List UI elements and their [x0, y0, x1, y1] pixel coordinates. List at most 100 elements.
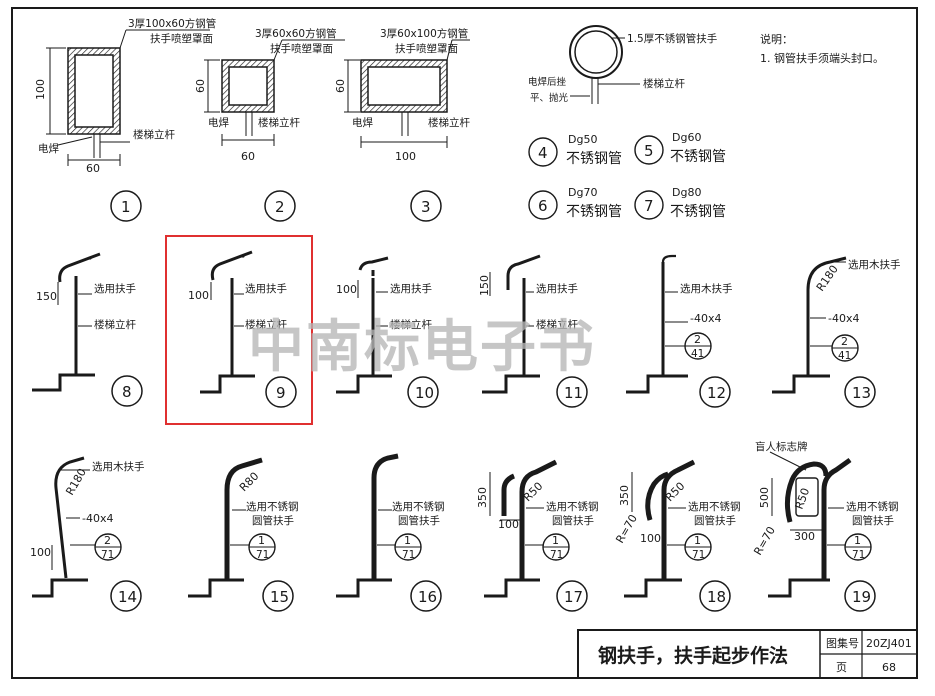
detail-16: 选用不锈钢 圆管扶手 1 71 16	[336, 453, 445, 612]
detail-9: 100 选用扶手 楼梯立杆 9	[165, 235, 313, 425]
d16-label2: 圆管扶手	[398, 514, 440, 527]
d14-ref-bot: 71	[101, 549, 114, 561]
detail-17: 350 R50 100 选用不锈钢 圆管扶手 1 71 17	[476, 459, 599, 612]
d14-label2: -40x4	[82, 512, 113, 525]
title-block: 钢扶手，扶手起步作法 图集号 20ZJ401 页 68	[577, 629, 918, 679]
pipe-list: 4 Dg50 不锈钢管 5 Dg60 不锈钢管 6 Dg70 不锈钢管 7 Dg…	[528, 131, 726, 220]
detail-num-18: 18	[707, 588, 726, 606]
detail-18: 350 R50 R=70 100 选用不锈钢 圆管扶手 1 71 18	[613, 459, 741, 612]
detail-num-1: 1	[121, 198, 131, 216]
s3-height: 60	[334, 79, 347, 93]
notes-line1: 1. 钢管扶手须端头封口。	[760, 51, 884, 65]
pipe-size-7: Dg80	[672, 186, 701, 199]
d19-ref-bot: 71	[852, 549, 865, 561]
d11-dim: 150	[478, 275, 491, 296]
d10-dim: 100	[336, 283, 357, 296]
d15-radius: R80	[237, 470, 261, 494]
s3-post: 楼梯立杆	[428, 116, 470, 129]
detail-num-8: 8	[122, 383, 132, 401]
detail-12: 选用木扶手 -40x4 2 41 12	[626, 254, 733, 408]
d15-label2: 圆管扶手	[252, 514, 294, 527]
s1-label2: 扶手喷塑罩面	[150, 32, 213, 45]
d17-dim1: 350	[476, 487, 489, 508]
d17-label2: 圆管扶手	[552, 514, 594, 527]
pipe-size-4: Dg50	[568, 133, 597, 146]
d19-ref-top: 1	[854, 534, 861, 547]
pipe-mat-7: 不锈钢管	[670, 204, 726, 220]
d16-ref-top: 1	[404, 534, 411, 547]
d14-label1: 选用木扶手	[92, 460, 145, 473]
highlight-box	[165, 235, 313, 425]
d18-radius2: R=70	[613, 512, 640, 545]
notes: 说明： 1. 钢管扶手须端头封口。	[760, 32, 884, 65]
d18-dim2: 100	[640, 532, 661, 545]
d11-label1: 选用扶手	[536, 282, 578, 295]
d15-ref-top: 1	[258, 534, 265, 547]
d15-label1: 选用不锈钢	[246, 500, 299, 513]
pipe-num-7: 7	[644, 197, 654, 215]
d12-label1: 选用木扶手	[680, 282, 733, 295]
d8-label2: 楼梯立杆	[94, 318, 136, 331]
s2-width: 60	[241, 150, 255, 163]
d13-ref-top: 2	[841, 335, 848, 348]
detail-num-15: 15	[270, 588, 289, 606]
page-label: 页	[836, 661, 847, 674]
detail-num-14: 14	[118, 588, 137, 606]
pipe-num-5: 5	[644, 142, 654, 160]
d17-dim2: 100	[498, 518, 519, 531]
detail-19: 盲人标志牌 500 R50 R=70 300 选用不锈钢 圆管扶手 1 71 1…	[751, 440, 899, 612]
d15-ref-bot: 71	[256, 549, 269, 561]
section-3: 60 100 3厚60x100方钢管 扶手喷塑罩面 电焊 楼梯立杆 3	[334, 27, 470, 222]
pipe-num-6: 6	[538, 197, 548, 215]
sheet-title: 钢扶手，扶手起步作法	[598, 644, 788, 667]
d11-label2: 楼梯立杆	[536, 318, 578, 331]
d14-dim: 100	[30, 546, 51, 559]
d18-dim1: 350	[618, 485, 631, 506]
pipe-num-4: 4	[538, 144, 548, 162]
s3-width: 100	[395, 150, 416, 163]
d16-ref-bot: 71	[402, 549, 415, 561]
d17-ref-bot: 71	[550, 549, 563, 561]
d12-ref-top: 2	[694, 333, 701, 346]
pipe-mat-6: 不锈钢管	[566, 204, 622, 220]
d12-label2: -40x4	[690, 312, 721, 325]
pipe-size-6: Dg70	[568, 186, 597, 199]
detail-num-10: 10	[415, 384, 434, 402]
d8-dim: 150	[36, 290, 57, 303]
d14-ref-top: 2	[104, 534, 111, 547]
detail-num-2: 2	[275, 198, 285, 216]
s3-label: 3厚60x100方钢管	[380, 27, 468, 40]
page-value: 68	[882, 661, 896, 674]
d18-ref-top: 1	[694, 534, 701, 547]
blind-sign	[795, 477, 819, 517]
round-post: 楼梯立杆	[643, 77, 685, 90]
pipe-size-5: Dg60	[672, 131, 701, 144]
detail-13: 选用木扶手 R180 -40x4 2 41 13	[772, 256, 901, 408]
section-2: 60 60 3厚60x60方钢管 扶手喷塑罩面 电焊 楼梯立杆 2	[194, 27, 345, 222]
s2-height: 60	[194, 79, 207, 93]
atlas-label: 图集号	[826, 636, 859, 650]
d9-label1: 选用扶手	[245, 282, 287, 295]
s2-label: 3厚60x60方钢管	[255, 27, 337, 40]
d19-label1: 选用不锈钢	[846, 500, 899, 513]
detail-num-11: 11	[564, 384, 583, 402]
s1-label: 3厚100x60方钢管	[128, 17, 216, 30]
detail-num-13: 13	[852, 384, 871, 402]
d10-label1: 选用扶手	[390, 282, 432, 295]
detail-15: R80 选用不锈钢 圆管扶手 1 71 15	[188, 457, 299, 612]
detail-8: 150 选用扶手 楼梯立杆 8	[32, 252, 143, 407]
pipe-mat-5: 不锈钢管	[670, 149, 726, 165]
d18-label2: 圆管扶手	[694, 514, 736, 527]
d14-radius: R180	[63, 466, 89, 497]
s1-height: 100	[34, 79, 47, 100]
d9-label2: 楼梯立杆	[245, 318, 287, 331]
s3-label2: 扶手喷塑罩面	[395, 42, 458, 55]
notes-title: 说明：	[760, 32, 793, 46]
d16-label1: 选用不锈钢	[392, 500, 445, 513]
d17-ref-top: 1	[552, 534, 559, 547]
detail-num-12: 12	[707, 384, 726, 402]
s2-label2: 扶手喷塑罩面	[270, 42, 333, 55]
d8-label1: 选用扶手	[94, 282, 136, 295]
s3-weld: 电焊	[352, 116, 373, 129]
round-label: 1.5厚不锈钢管扶手	[627, 32, 717, 45]
